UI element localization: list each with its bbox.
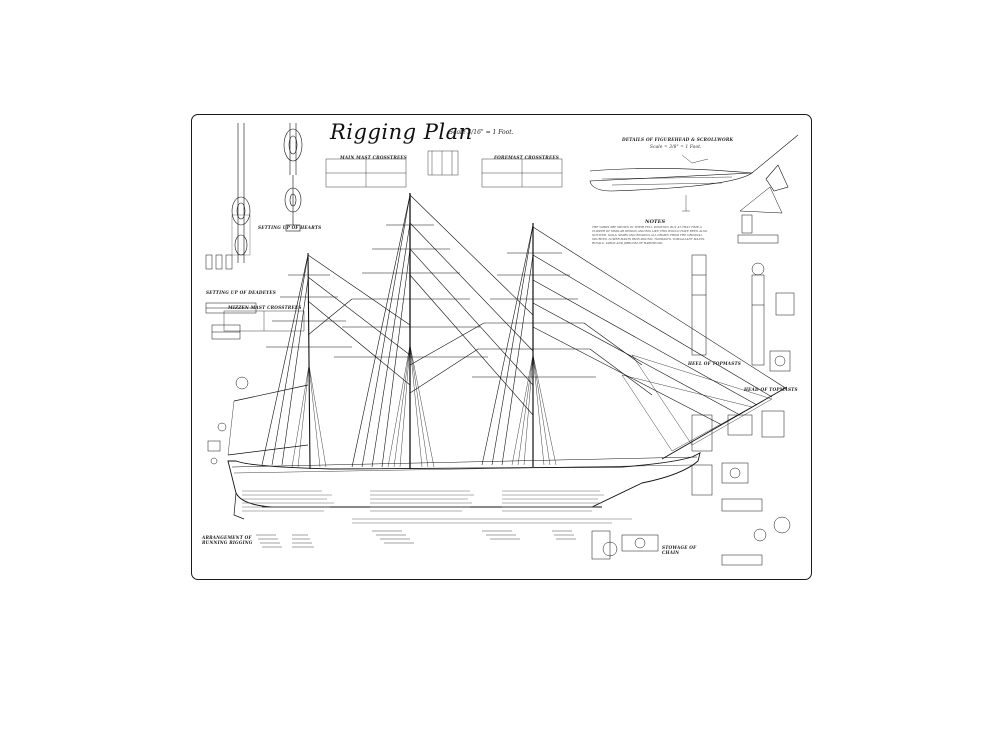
setting-up-hearts-label: SETTING UP OF HEARTS: [258, 225, 322, 230]
deadeye-detail: [283, 123, 303, 232]
mizzen-mast-crosstrees-label: MIZZEN MAST CROSSTREES: [228, 305, 302, 310]
bowsprit: [661, 386, 788, 460]
head-of-topmasts-label: HEAD OF TOPMASTS: [744, 387, 798, 392]
notes-title: NOTES: [645, 219, 666, 225]
drawing-title: Rigging Plan: [330, 120, 473, 144]
ship-drawing: [205, 123, 799, 566]
stowage-label: STOWAGE OF CHAIN: [662, 545, 697, 555]
drawing-scale: Scale 3/16" = 1 Foot.: [449, 129, 514, 136]
foremast-crosstrees-label: FOREMAST CROSSTREES: [494, 155, 559, 160]
heel-of-topmasts-label: HEEL OF TOPMASTS: [688, 361, 741, 366]
notes-body: THE YARDS ARE SHOWN IN THEIR FULL POSITI…: [592, 225, 708, 245]
details-heading: DETAILS OF FIGUREHEAD & SCROLLWORK: [622, 137, 734, 142]
setting-up-deadeyes-label: SETTING UP OF DEADEYES: [206, 290, 276, 295]
rigging-plan-drawing: Rigging Plan Scale 3/16" = 1 Foot. DETAI…: [191, 114, 812, 580]
heart-detail: [231, 123, 251, 263]
main-mast-crosstrees-label: MAIN MAST CROSSTREES: [340, 155, 408, 160]
figurehead-detail: [589, 134, 799, 212]
arrangement-label: ARRANGEMENT OF RUNNING RIGGING: [202, 535, 253, 545]
details-scale: Scale = 3/8" = 1 Foot.: [650, 144, 702, 149]
mizzenmast: [307, 252, 311, 470]
